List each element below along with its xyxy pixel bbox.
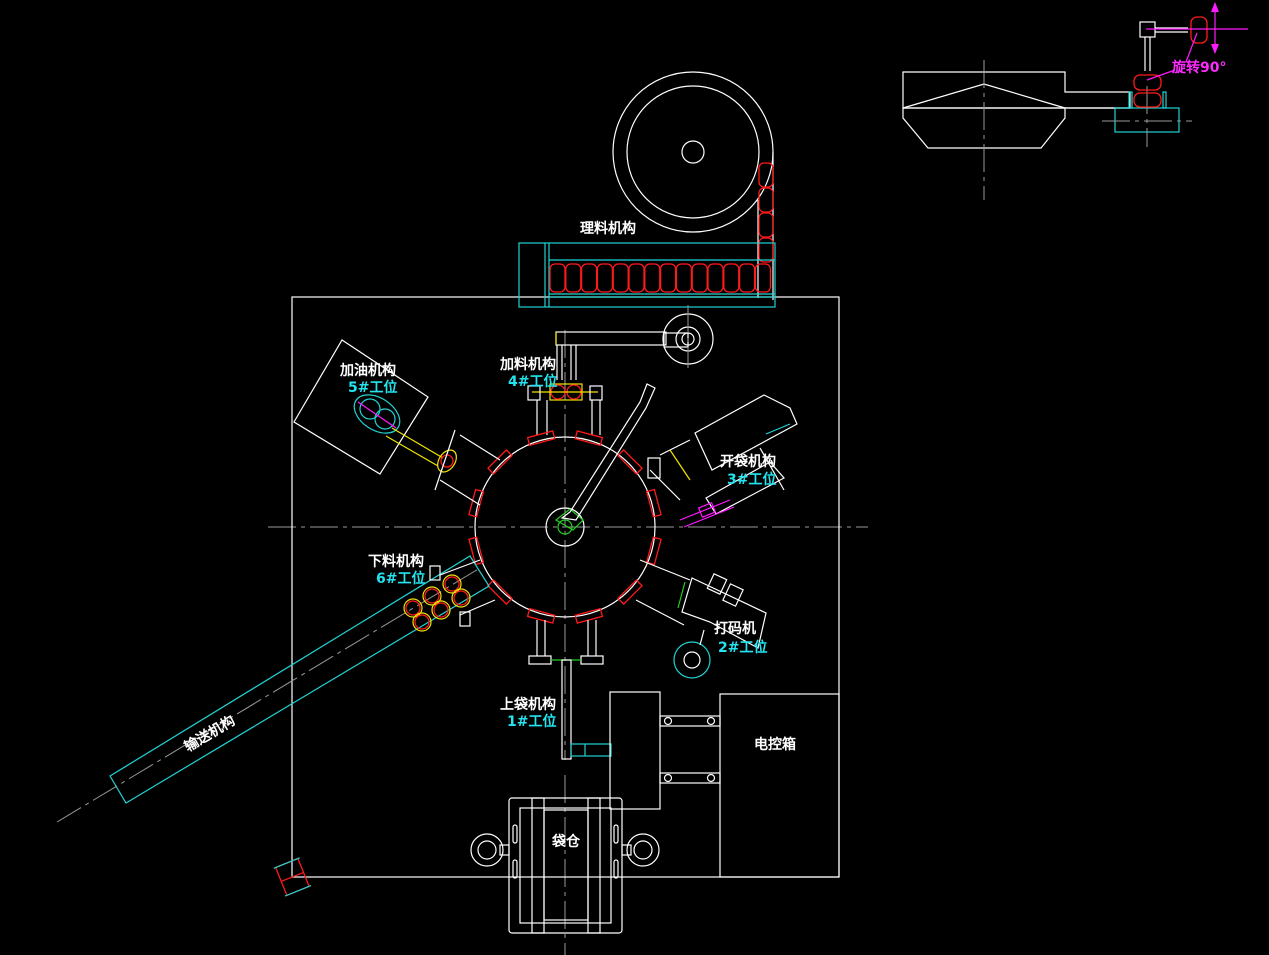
arrow-down-icon (1211, 44, 1219, 54)
product (433, 602, 449, 618)
oiling-mechanism: 加油机构 5#工位 (293, 339, 501, 506)
product (405, 600, 421, 616)
conveyor-label: 输送机构 (181, 712, 238, 755)
conveyor-frame (109, 555, 490, 804)
bag-bin: 袋仓 (470, 797, 660, 934)
vertical-product-chain (758, 162, 774, 263)
turntable-disc (474, 436, 656, 618)
feeding-mechanism: 加料机构 4#工位 (499, 305, 714, 435)
oiling-label: 加油机构 (339, 362, 396, 379)
product (723, 263, 740, 293)
product (758, 237, 774, 263)
product-holder (422, 586, 442, 606)
product-holder (412, 612, 432, 632)
product (754, 263, 772, 293)
gripper (487, 449, 513, 475)
gripper-ring (468, 430, 662, 624)
coding-label: 打码机 (714, 620, 756, 637)
product (549, 263, 566, 293)
vibrating-bowl-inner (626, 85, 760, 219)
bag-loading-mechanism: 上袋机构 1#工位 (500, 620, 612, 760)
bowl-hub (681, 140, 705, 164)
product (707, 263, 724, 293)
coding-station-label: 2#工位 (718, 639, 767, 656)
gripper (645, 536, 662, 566)
control-box-assembly: 电控箱 (609, 691, 840, 878)
sorting-label: 理料机构 (580, 220, 636, 237)
gripper (574, 607, 604, 624)
product (612, 263, 629, 293)
conveyor-end-box (273, 857, 312, 897)
product (453, 590, 469, 606)
control-box-label: 电控箱 (754, 736, 796, 753)
pivot-icon (557, 519, 573, 535)
unloading-label: 下料机构 (368, 553, 424, 570)
center-lines (268, 330, 868, 955)
horizontal-product-chain (549, 263, 772, 293)
bag-opening-station-label: 3#工位 (727, 471, 776, 488)
sorting-mechanism: 理料机构 (518, 71, 776, 308)
rotation-detail-view: 旋转90° (902, 2, 1248, 200)
product (565, 263, 582, 293)
feeding-station-label: 4#工位 (508, 373, 557, 390)
sorting-conveyor-frame (518, 242, 776, 308)
control-box (719, 693, 840, 878)
gripper (617, 579, 643, 605)
feeding-label: 加料机构 (499, 356, 556, 373)
product (580, 263, 598, 293)
gripper (526, 430, 556, 447)
bag-loading-station-label: 1#工位 (507, 713, 556, 730)
bag-loading-label: 上袋机构 (500, 696, 556, 713)
product-holder (442, 574, 462, 594)
gripper (526, 607, 556, 624)
gripper (645, 488, 662, 518)
bag-opening-mechanism: 开袋机构 3#工位 (647, 394, 798, 528)
gripper (617, 449, 643, 475)
gripper (574, 430, 604, 447)
turntable-hub (545, 507, 585, 547)
gripper (468, 536, 485, 566)
vibrating-bowl-outer (612, 71, 774, 233)
bag-bin-label: 袋仓 (551, 833, 581, 850)
arrow-up-icon (1211, 2, 1219, 12)
product (414, 614, 430, 630)
product (424, 588, 440, 604)
gripper (487, 579, 513, 605)
unloading-mechanism: 下料机构 6#工位 输送机构 (56, 553, 496, 897)
product-holder (451, 588, 471, 608)
product (659, 263, 677, 293)
gripper (468, 488, 485, 518)
product (738, 263, 756, 293)
rotate-note: 旋转90° (1171, 59, 1226, 76)
turntable (468, 383, 662, 624)
product (675, 263, 693, 293)
product (628, 263, 645, 293)
product (644, 263, 661, 293)
product (758, 212, 774, 238)
product-holder (431, 600, 451, 620)
bag-opening-label: 开袋机构 (720, 453, 776, 470)
coding-machine: 打码机 2#工位 (635, 559, 767, 679)
product (758, 162, 774, 188)
product (758, 187, 774, 213)
product (691, 263, 708, 293)
product-holder (403, 598, 423, 618)
product (596, 263, 614, 293)
product (444, 576, 460, 592)
unloading-station-label: 6#工位 (376, 570, 425, 587)
oiling-station-label: 5#工位 (348, 379, 397, 396)
